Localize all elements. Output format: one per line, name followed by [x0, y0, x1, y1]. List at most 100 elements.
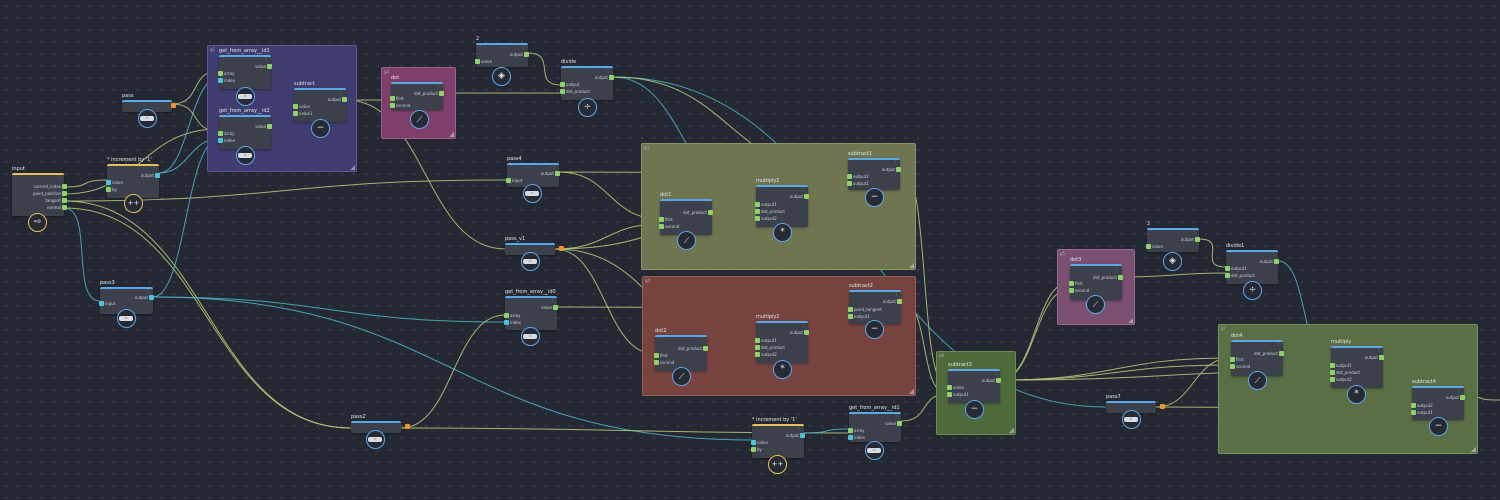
port-out[interactable]: value — [885, 421, 902, 426]
node-subtract3[interactable]: subtract3 ˅⋮ value output1 output — [947, 362, 1002, 403]
chevron-down-icon[interactable]: ˅ — [110, 165, 112, 170]
resize-handle[interactable] — [909, 389, 914, 394]
node-divide[interactable]: divide ˅⋮ output dot_product output — [559, 59, 615, 100]
node-get-from-array-id1-b[interactable]: get_from_array__id1 ˅⋮ array index value — [848, 405, 902, 442]
kebab-menu-icon[interactable]: ⋮ — [436, 83, 440, 88]
port-in[interactable]: second — [1229, 364, 1251, 369]
port-in[interactable]: input — [98, 301, 116, 306]
port-out[interactable]: output — [789, 194, 810, 199]
port-in[interactable]: second — [389, 103, 411, 108]
chevron-down-icon[interactable]: ˅ — [1150, 229, 1152, 234]
node-divide1[interactable]: divide1 ˅⋮ output1 dot_product output — [1225, 243, 1280, 284]
node-dot2[interactable]: dot2 ˅⋮ first second dot_product — [653, 328, 708, 371]
kebab-menu-icon[interactable]: ⋮ — [57, 174, 61, 179]
node-pass7[interactable]: pass7 — [1106, 394, 1165, 413]
chevron-down-icon[interactable]: ˅ — [852, 291, 854, 296]
port-out[interactable]: output — [981, 378, 1002, 383]
port-in[interactable]: dot_product — [1330, 370, 1360, 375]
chevron-down-icon[interactable]: ˅ — [222, 116, 224, 121]
port-in[interactable]: output2 — [1330, 377, 1352, 382]
chevron-down-icon[interactable]: ˅ — [394, 83, 396, 88]
kebab-menu-icon[interactable]: ⋮ — [264, 116, 268, 121]
chevron-down-icon[interactable]: ˅ — [103, 288, 105, 293]
port-in[interactable]: dot_product — [755, 209, 785, 214]
port-out[interactable]: output — [785, 433, 806, 438]
resize-handle[interactable] — [449, 132, 454, 137]
kebab-menu-icon[interactable]: ⋮ — [1276, 341, 1280, 346]
port-out[interactable]: dot_product — [414, 91, 444, 96]
chevron-down-icon[interactable]: ˅ — [663, 200, 665, 205]
chevron-down-icon[interactable]: ˅ — [1334, 347, 1336, 352]
port-in[interactable]: output1 — [755, 202, 777, 207]
kebab-menu-icon[interactable]: ⋮ — [264, 56, 268, 61]
port-out[interactable]: output — [1364, 355, 1385, 360]
port-in[interactable]: output2 — [847, 174, 869, 179]
port-in[interactable]: first — [654, 353, 668, 358]
port-in[interactable]: value — [751, 440, 768, 445]
port-out[interactable]: output — [327, 97, 348, 102]
node-get-from-array-id0[interactable]: get_from_array__id0 ˅⋮ array index value — [504, 289, 558, 330]
port-out[interactable]: current_index — [33, 184, 68, 189]
node-multiply[interactable]: multiply ˅⋮ output1 dot_product output2 … — [1330, 339, 1385, 388]
node-subtract2[interactable]: subtract2 ˅⋮ point_tangent output1 outpu… — [848, 283, 903, 324]
port-out[interactable]: value — [255, 124, 272, 129]
port-out[interactable]: output — [789, 330, 810, 335]
node-get-from-array-id1[interactable]: get_from_array__id1 ˅⋮ array index value — [218, 48, 272, 89]
chevron-down-icon[interactable]: ˅ — [951, 370, 953, 375]
kebab-menu-icon[interactable]: ⋮ — [894, 413, 898, 418]
port-in[interactable]: first — [1230, 357, 1244, 362]
chevron-down-icon[interactable]: ˅ — [510, 164, 512, 169]
chevron-down-icon[interactable]: ˅ — [222, 56, 224, 61]
port-in[interactable]: output2 — [755, 216, 777, 221]
port-out[interactable]: value — [541, 305, 558, 310]
node-dot[interactable]: dot ˅⋮ first second dot_product — [389, 75, 444, 110]
chevron-down-icon[interactable]: ˅ — [852, 413, 854, 418]
node-multiply2[interactable]: multiply2 ˅⋮ output1 dot_product output2… — [755, 314, 810, 363]
node-subtract4[interactable]: subtract4 ˅⋮ output2 output1 output — [1411, 379, 1466, 420]
kebab-menu-icon[interactable]: ⋮ — [606, 67, 610, 72]
port-out[interactable]: output — [881, 167, 902, 172]
node-two-b[interactable]: 2 ˅⋮ value output — [1146, 221, 1201, 252]
port-out[interactable]: dot_product — [1254, 351, 1284, 356]
port-out[interactable]: output — [540, 171, 561, 176]
port-in[interactable]: array — [218, 131, 235, 136]
chevron-down-icon[interactable]: ˅ — [1415, 387, 1417, 392]
chevron-down-icon[interactable]: ˅ — [658, 336, 660, 341]
port-in[interactable]: second — [653, 360, 675, 365]
chevron-down-icon[interactable]: ˅ — [508, 297, 510, 302]
kebab-menu-icon[interactable]: ⋮ — [700, 336, 704, 341]
port-in[interactable]: array — [504, 313, 521, 318]
resize-handle[interactable] — [1009, 428, 1014, 433]
kebab-menu-icon[interactable]: ⋮ — [801, 186, 805, 191]
kebab-menu-icon[interactable]: ⋮ — [894, 291, 898, 296]
port-in[interactable]: second — [658, 224, 680, 229]
node-pass4[interactable]: pass4 ˅⋮ input output — [505, 156, 561, 187]
resize-handle[interactable] — [1128, 318, 1133, 323]
node-increment-a[interactable]: * increment by '1' ˅⋮ value by output — [106, 157, 161, 198]
port-in[interactable]: second — [1068, 288, 1090, 293]
node-increment-b[interactable]: * increment by '1' ˅⋮ value by output — [751, 417, 806, 458]
node-pass-v1[interactable]: pass_v1 — [505, 236, 564, 255]
kebab-menu-icon[interactable]: ⋮ — [993, 370, 997, 375]
kebab-menu-icon[interactable]: ⋮ — [1376, 347, 1380, 352]
chevron-down-icon[interactable]: ˅ — [297, 89, 299, 94]
port-in[interactable]: output1 — [1225, 266, 1247, 271]
chevron-down-icon[interactable]: ˅ — [479, 44, 481, 49]
port-in[interactable]: by — [106, 187, 117, 192]
kebab-menu-icon[interactable]: ⋮ — [550, 297, 554, 302]
port-in[interactable]: output1 — [847, 181, 869, 186]
port-in[interactable]: output2 — [1411, 403, 1433, 408]
port-out[interactable]: output — [882, 299, 903, 304]
kebab-menu-icon[interactable]: ⋮ — [801, 322, 805, 327]
kebab-menu-icon[interactable]: ⋮ — [705, 200, 709, 205]
port-out[interactable]: output — [509, 52, 530, 57]
kebab-menu-icon[interactable]: ⋮ — [1192, 229, 1196, 234]
node-subtract[interactable]: subtract ˅⋮ value value1 output — [292, 81, 348, 122]
port-out[interactable]: tangent — [45, 198, 67, 203]
port-in[interactable]: value — [947, 385, 964, 390]
port-in[interactable]: output1 — [848, 314, 870, 319]
kebab-menu-icon[interactable]: ⋮ — [797, 425, 801, 430]
kebab-menu-icon[interactable]: ⋮ — [1271, 251, 1275, 256]
port-out[interactable]: point_position — [32, 191, 68, 196]
node-dot3[interactable]: dot3 ˅⋮ first second dot_product — [1068, 257, 1123, 300]
